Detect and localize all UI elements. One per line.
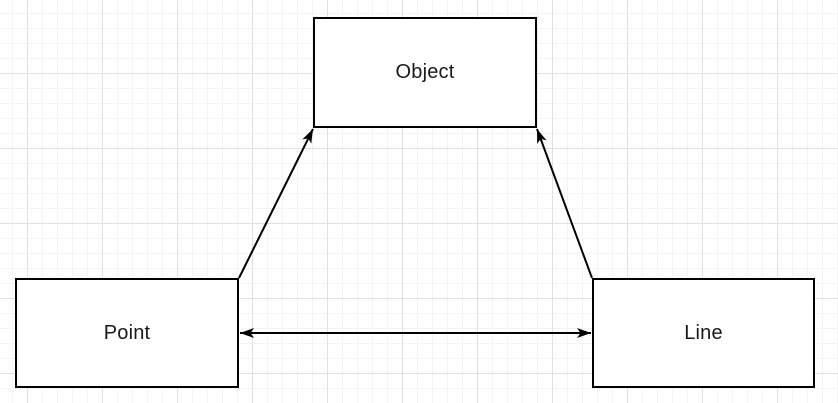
node-point-label: Point bbox=[103, 321, 151, 344]
node-line-label: Line bbox=[684, 321, 723, 344]
node-object[interactable]: Object bbox=[313, 17, 537, 128]
edge-line-object[interactable] bbox=[536, 128, 593, 279]
node-line[interactable]: Line bbox=[592, 278, 815, 388]
node-point[interactable]: Point bbox=[15, 278, 239, 388]
node-object-label: Object bbox=[395, 61, 455, 83]
edge-point-object[interactable] bbox=[238, 128, 314, 279]
